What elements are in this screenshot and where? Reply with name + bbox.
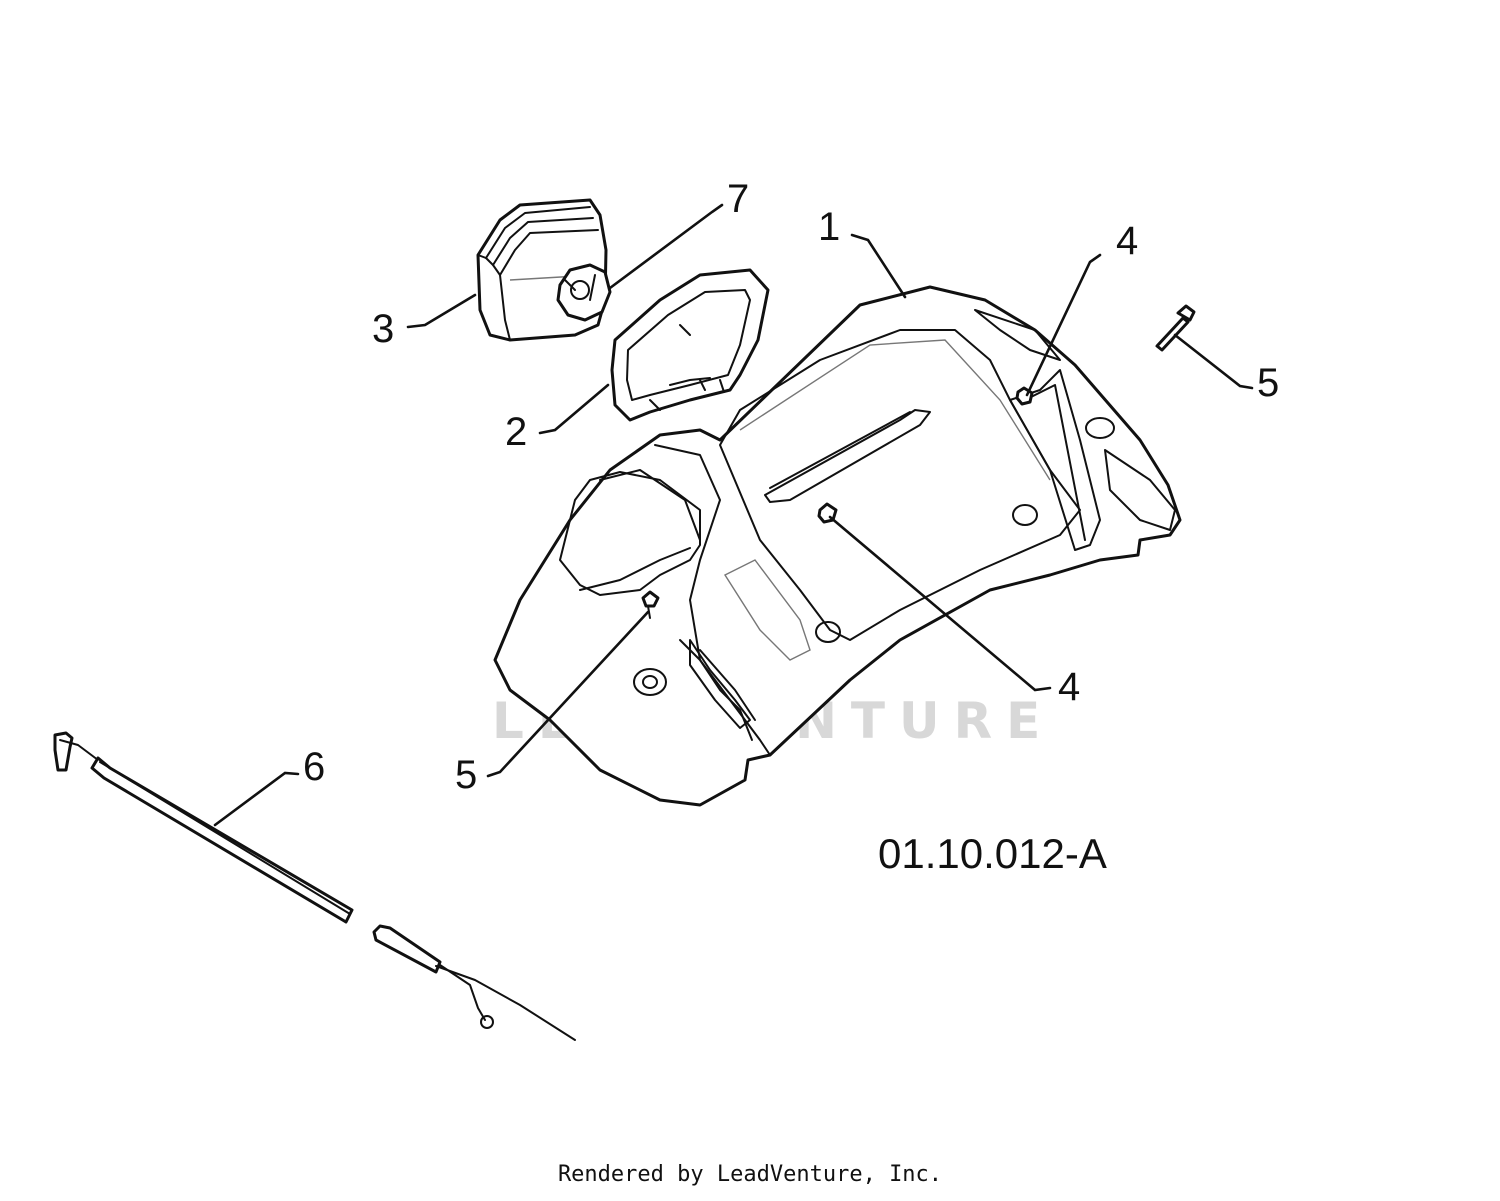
hood-body	[493, 285, 1182, 807]
diagram-reference-code: 01.10.012-A	[878, 830, 1107, 877]
footer-credit: Rendered by LeadVenture, Inc.	[557, 1162, 943, 1187]
cable[interactable]	[53, 731, 576, 1041]
leader-3	[406, 293, 477, 329]
callout-7: 7	[727, 177, 749, 221]
leader-4-center	[828, 515, 1052, 692]
hood-vent-side	[1085, 417, 1115, 439]
cable-z-bend	[439, 964, 486, 1021]
leader-2	[538, 383, 610, 435]
hood-vent-right	[1012, 504, 1038, 526]
bulb-socket-body	[556, 263, 612, 322]
callout-5-left: 5	[455, 753, 477, 797]
callout-3: 3	[372, 307, 394, 351]
hood-top-slot	[764, 409, 931, 503]
hood-vent-left	[815, 621, 841, 643]
hood-front-ridge	[654, 444, 771, 756]
leader-5-right	[1173, 333, 1254, 390]
callouts: 1 2 3 4 4 5 5 6 7	[303, 177, 1279, 797]
screw-right[interactable]	[1155, 304, 1196, 352]
hood-right-slot	[1009, 369, 1101, 551]
hood-gauge-hole	[633, 668, 667, 696]
leader-7	[608, 203, 724, 290]
callout-6: 6	[303, 745, 325, 789]
leader-1	[850, 233, 907, 299]
callout-4-center: 4	[1058, 665, 1080, 709]
headlight-bezel-frame	[610, 268, 770, 422]
hood-left-cavity	[559, 471, 701, 596]
callout-2: 2	[505, 410, 527, 454]
callout-5-right: 5	[1257, 361, 1279, 405]
hood[interactable]	[493, 285, 1182, 807]
leader-6	[213, 771, 300, 827]
cable-sheath-lower	[372, 924, 442, 974]
headlight-bezel-opening	[626, 289, 751, 401]
callout-1: 1	[818, 205, 840, 249]
hood-left-cavity-rim	[599, 469, 701, 541]
leader-lines	[213, 203, 1254, 827]
bulb-socket[interactable]	[556, 263, 612, 322]
screw-left[interactable]	[641, 590, 660, 619]
cable-end-fitting	[53, 731, 74, 772]
leader-5-left	[486, 610, 650, 778]
callout-4-right: 4	[1116, 219, 1138, 263]
headlight-bezel[interactable]	[610, 268, 770, 422]
leader-4-right	[1025, 253, 1102, 397]
cable-wire	[435, 965, 576, 1041]
